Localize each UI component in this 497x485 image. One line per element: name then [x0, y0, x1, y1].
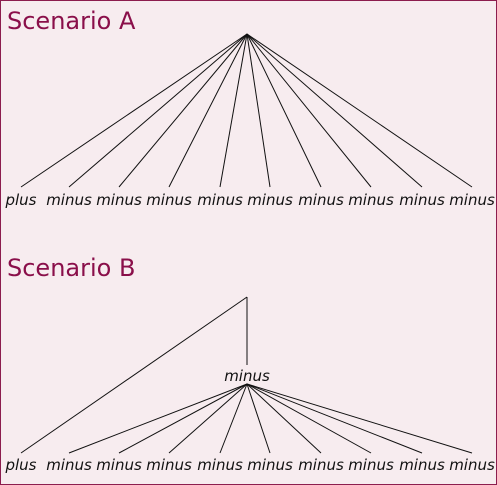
scenario-b-leaf: minus: [96, 456, 142, 474]
scenario-a-leaf: minus: [96, 191, 142, 209]
scenario-a-edge: [168, 33, 248, 188]
scenario-b-title: Scenario B: [7, 254, 135, 282]
scenario-b-edge: [168, 383, 248, 454]
scenario-a-leaf: minus: [247, 191, 293, 209]
scenario-a-edge: [246, 33, 271, 188]
scenario-b-edge-outer: [20, 296, 248, 454]
scenario-b-leaf: minus: [298, 456, 344, 474]
scenario-b-edges: [20, 296, 473, 454]
scenario-a-edge: [246, 33, 423, 188]
scenario-a-leaf: minus: [146, 191, 192, 209]
scenario-b-edge: [246, 383, 271, 454]
scenario-b-leaf: minus: [247, 456, 293, 474]
scenario-a-edge: [20, 33, 248, 188]
scenario-b-edge: [246, 383, 473, 454]
scenario-b-leaf: minus: [46, 456, 92, 474]
scenario-b-edge: [246, 383, 322, 454]
scenario-b-inner-node: minus: [224, 367, 270, 385]
scenario-b-leaf: minus: [146, 456, 192, 474]
scenario-a-leaf: minus: [348, 191, 394, 209]
scenario-a-title: Scenario A: [7, 7, 136, 35]
scenario-a-leaf: minus: [449, 191, 495, 209]
scenario-b-edge: [246, 383, 372, 454]
scenario-a-edges: [20, 33, 473, 188]
scenario-a-leaf: minus: [197, 191, 243, 209]
scenario-b-edge: [68, 383, 248, 454]
scenario-a-edge: [246, 33, 322, 188]
scenario-a-leaf: plus: [4, 191, 36, 209]
scenario-a-leaf: minus: [298, 191, 344, 209]
scenario-b-outer-leaf: plus: [4, 456, 36, 474]
scenario-b-leaf: minus: [449, 456, 495, 474]
scenario-b-leaf: minus: [348, 456, 394, 474]
scenario-a-edge: [68, 33, 248, 188]
scenario-a-leaf: minus: [46, 191, 92, 209]
scenario-b-leaf: minus: [197, 456, 243, 474]
scenario-a-edge: [219, 33, 248, 188]
scenario-a-edge: [246, 33, 473, 188]
scenario-b-edge: [246, 383, 423, 454]
scenario-b-edge: [219, 383, 248, 454]
scenario-b-leaf: minus: [399, 456, 445, 474]
scenario-a-edge: [118, 33, 248, 188]
scenario-b-edge: [118, 383, 248, 454]
scenario-a-leaf: minus: [399, 191, 445, 209]
scenario-a-edge: [246, 33, 372, 188]
